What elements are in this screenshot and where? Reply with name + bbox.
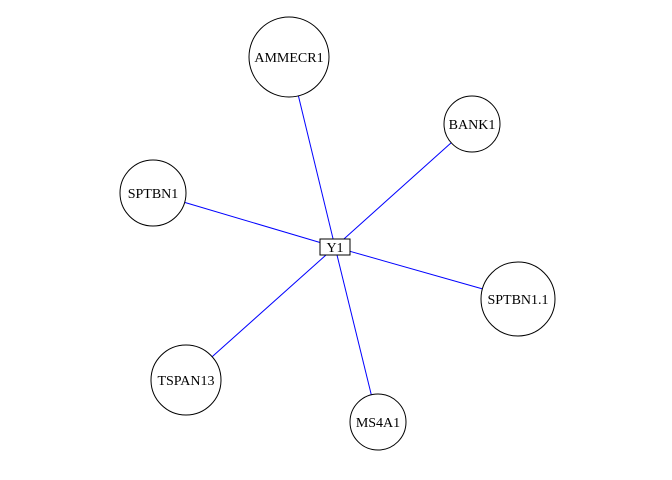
node-circle	[150, 344, 222, 416]
node-sptbn1-1[interactable]: SPTBN1.1	[480, 261, 556, 337]
hub-box	[319, 238, 351, 256]
edge-y1-sptbn1	[184, 201, 321, 243]
node-circle	[248, 16, 330, 98]
hub-node-y1[interactable]: Y1	[319, 238, 351, 256]
node-label: SPTBN1.1	[487, 293, 548, 308]
node-label: BANK1	[449, 118, 496, 133]
node-label: MS4A1	[356, 416, 400, 431]
node-bank1[interactable]: BANK1	[443, 95, 501, 153]
node-circle	[443, 95, 501, 153]
node-label: AMMECR1	[254, 51, 323, 66]
edge-y1-bank1	[343, 142, 452, 240]
edge-y1-sptbn1-1	[349, 250, 483, 290]
node-sptbn1[interactable]: SPTBN1	[119, 159, 187, 227]
hub-label: Y1	[326, 241, 343, 256]
node-label: SPTBN1	[128, 187, 179, 202]
edge-y1-tspan13	[211, 254, 327, 358]
edge-y1-ms4a1	[336, 254, 372, 395]
node-ms4a1[interactable]: MS4A1	[349, 393, 407, 451]
node-label: TSPAN13	[157, 374, 214, 389]
node-circle	[480, 261, 556, 337]
edges-layer	[184, 95, 483, 395]
node-tspan13[interactable]: TSPAN13	[150, 344, 222, 416]
node-circle	[119, 159, 187, 227]
node-ammecr1[interactable]: AMMECR1	[248, 16, 330, 98]
edge-y1-ammecr1	[297, 95, 334, 240]
node-circle	[349, 393, 407, 451]
